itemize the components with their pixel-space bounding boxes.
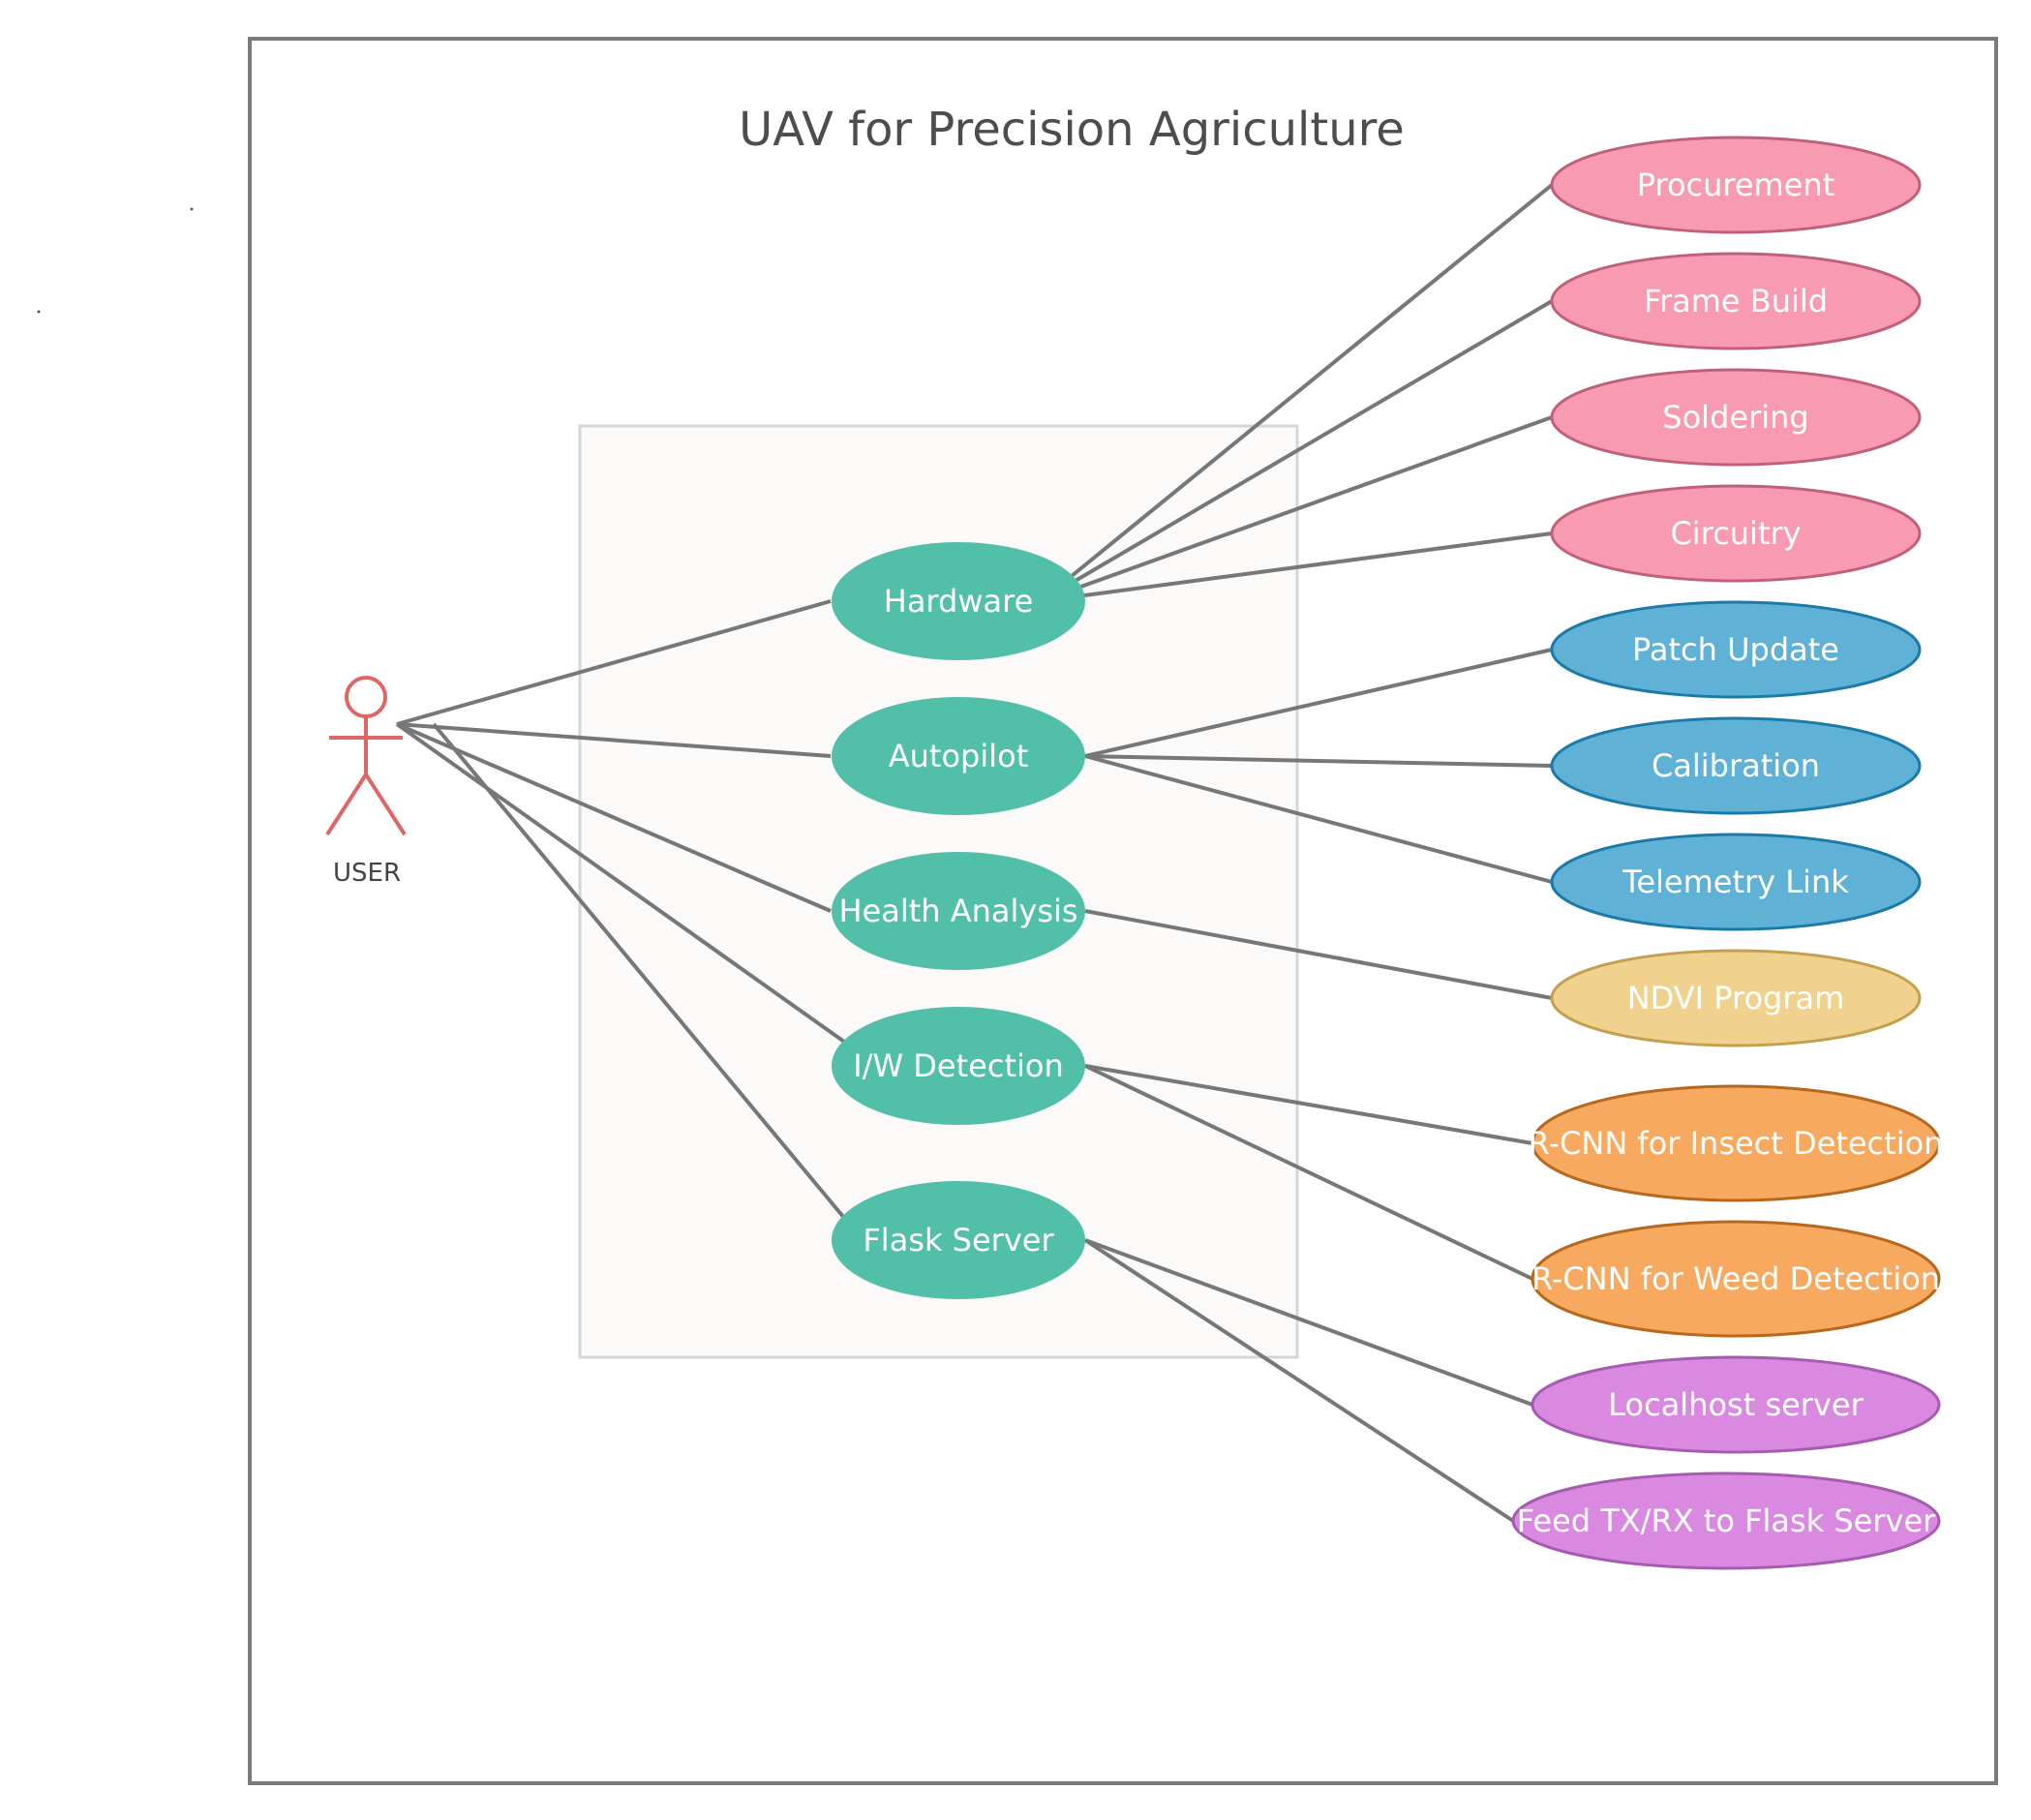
autopilot-to-calibration-line [1084,754,1553,768]
use-case-calibration-shape [1550,716,1922,815]
use-case-weed[interactable]: R-CNN for Weed Detection [1531,1220,1941,1338]
use-case-autopilot[interactable]: Autopilot [832,697,1085,815]
use-case-procurement-label: Procurement [1637,167,1834,203]
use-case-flask[interactable]: Flask Server [832,1181,1085,1299]
use-case-health-label: Health Analysis [838,893,1077,929]
use-case-feed-shape [1511,1471,1941,1570]
use-case-feed-label: Feed TX/RX to Flask Server [1517,1502,1936,1539]
flask-to-localhost-line [1084,1238,1533,1407]
iw-to-weed-line [1084,1064,1533,1281]
use-case-iw[interactable]: I/W Detection [832,1007,1085,1125]
diagram-title: UAV for Precision Agriculture [739,103,1405,157]
association-lines [395,183,1554,1523]
use-case-flask-shape [832,1181,1085,1299]
stray-dot [190,207,194,211]
use-case-insect-shape [1531,1084,1941,1202]
actor-head [345,676,387,718]
use-case-iw-shape [832,1007,1085,1125]
use-case-localhost[interactable]: Localhost server [1531,1355,1941,1454]
actor-right-leg [364,773,407,836]
health-to-ndvi-line [1084,909,1553,1000]
use-case-insect[interactable]: R-CNN for Insect Detection [1529,1084,1944,1202]
use-case-frame[interactable]: Frame Build [1550,252,1922,350]
iw-to-insect-line [1084,1064,1533,1145]
flask-to-feed-line [1083,1238,1515,1523]
use-case-flask-label: Flask Server [863,1222,1054,1259]
use-case-health-shape [832,852,1085,970]
autopilot-to-telemetry-line [1084,754,1553,884]
use-case-autopilot-label: Autopilot [889,738,1029,774]
actor-to-flask-line [432,722,846,1220]
hardware-to-procurement-line [1039,183,1554,603]
use-case-ndvi-shape [1550,949,1922,1047]
actor-to-iw-line [395,722,846,1044]
actor-label: USER [333,859,401,888]
use-case-telemetry-label: Telemetry Link [1622,864,1849,900]
use-case-localhost-label: Localhost server [1608,1386,1864,1423]
use-case-weed-label: R-CNN for Weed Detection [1531,1260,1940,1297]
use-case-soldering-shape [1550,368,1922,467]
use-case-patch-shape [1550,600,1922,699]
use-case-telemetry[interactable]: Telemetry Link [1550,833,1922,931]
use-case-ndvi-label: NDVI Program [1627,980,1845,1016]
use-case-hardware-shape [832,542,1085,660]
user-actor[interactable] [325,676,407,836]
use-case-ndvi[interactable]: NDVI Program [1550,949,1922,1047]
use-case-frame-label: Frame Build [1644,283,1828,319]
use-case-calibration[interactable]: Calibration [1550,716,1922,815]
hardware-to-circuitry-line [1040,531,1553,603]
use-case-hardware-label: Hardware [884,583,1034,620]
use-case-telemetry-shape [1550,833,1922,931]
use-case-procurement[interactable]: Procurement [1550,136,1922,234]
use-case-frame-shape [1550,252,1922,350]
actor-left-leg [325,773,368,836]
system-boundary [248,37,1998,1785]
use-case-iw-label: I/W Detection [853,1047,1063,1084]
use-case-feed[interactable]: Feed TX/RX to Flask Server [1511,1471,1941,1570]
hardware-to-soldering-line [1040,415,1553,603]
use-case-circuitry-shape [1550,484,1922,583]
actor-to-hardware-line [396,599,832,726]
use-case-calibration-label: Calibration [1652,747,1820,784]
use-case-insect-label: R-CNN for Insect Detection [1529,1125,1944,1162]
use-case-soldering-label: Soldering [1662,399,1808,436]
stray-dot [37,310,41,314]
use-case-localhost-shape [1531,1355,1941,1454]
use-case-circuitry-label: Circuitry [1670,515,1801,552]
hardware-to-frame-line [1039,299,1554,603]
use-case-patch-label: Patch Update [1632,631,1839,668]
use-case-hardware[interactable]: Hardware [832,542,1085,660]
actor-to-autopilot-line [396,722,832,758]
use-case-soldering[interactable]: Soldering [1550,368,1922,467]
use-case-patch[interactable]: Patch Update [1550,600,1922,699]
use-case-procurement-shape [1550,136,1922,234]
use-case-autopilot-shape [832,697,1085,815]
autopilot-to-patch-line [1084,648,1553,758]
use-case-weed-shape [1531,1220,1941,1338]
use-case-health[interactable]: Health Analysis [832,852,1085,970]
use-case-circuitry[interactable]: Circuitry [1550,484,1922,583]
actor-to-health-line [396,722,832,913]
